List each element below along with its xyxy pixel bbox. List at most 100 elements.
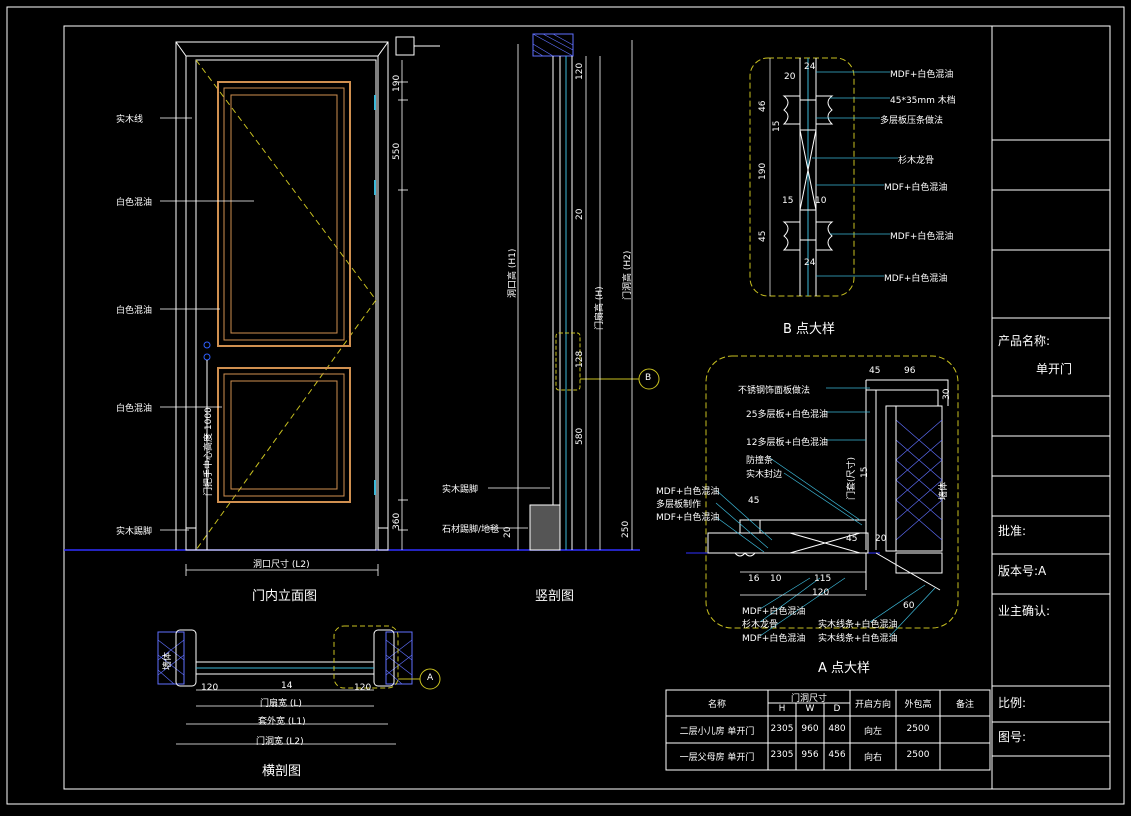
detail-a-label: 12多层板+白色混油 (746, 438, 828, 448)
section-label: 石材踢脚/地毯 (442, 525, 500, 535)
detail-b-label: MDF+白色混油 (890, 232, 954, 242)
detail-a-dim: 30 (942, 388, 952, 400)
detail-a-dim: 115 (814, 574, 832, 584)
sheet-outer-border (6, 6, 1125, 805)
detail-a-label: 多层板制作 (656, 500, 702, 510)
detail-b-dim: 190 (758, 162, 768, 180)
section-dim: 580 (575, 427, 585, 445)
callout-a: A (427, 673, 434, 683)
detail-b-label: 杉木龙骨 (898, 156, 935, 166)
detail-a-title: A 点大样 (818, 661, 871, 676)
detail-a-side-label: 门套(尺寸) (847, 456, 857, 500)
plan-wall-label: 墙体 (163, 651, 173, 670)
section-dim: 20 (575, 208, 585, 220)
schedule-row-d: 480 (828, 724, 846, 734)
schedule-table-grid (665, 689, 991, 771)
detail-a-label: MDF+白色混油 (656, 487, 720, 497)
detail-b-dim: 24 (804, 258, 816, 268)
title-block-owner: 业主确认: (998, 604, 1051, 618)
schedule-sub-h: H (778, 704, 786, 714)
elevation-right-dim: 550 (392, 142, 402, 160)
detail-a-label: 不锈钢饰面板做法 (738, 386, 811, 396)
detail-a (705, 355, 959, 637)
section-title: 竖剖图 (535, 589, 575, 604)
detail-a-label: MDF+白色混油 (656, 513, 720, 523)
title-block-scale: 比例: (998, 696, 1027, 710)
title-block-drawing-no: 图号: (998, 730, 1027, 744)
detail-a-label: 杉木龙骨 (742, 620, 779, 630)
plan-dim: 门扇宽 (L) (260, 699, 302, 709)
detail-a-dim: 45 (846, 534, 858, 544)
detail-a-label: 防撞条 (746, 456, 774, 466)
detail-a-label: 实木封边 (746, 470, 783, 480)
callout-b: B (645, 373, 652, 383)
elevation-label: 实木踢脚 (116, 527, 153, 537)
detail-b-dim: 45 (758, 230, 768, 242)
detail-b-label: MDF+白色混油 (884, 183, 948, 193)
elevation-handle-dim: 门把手中心高度 1000 (204, 407, 214, 496)
schedule-row-w: 956 (801, 750, 819, 760)
elevation-right-dim: 360 (392, 512, 402, 530)
detail-a-dim: 45 (869, 366, 881, 376)
schedule-row-height: 2500 (906, 724, 930, 734)
detail-a-dim: 20 (875, 534, 887, 544)
detail-a-dim: 15 (860, 466, 870, 478)
detail-a-dim: 96 (904, 366, 916, 376)
section-label: 实木踢脚 (442, 485, 479, 495)
detail-b-dim: 15 (772, 120, 782, 132)
section-dim: 洞口高 (H1) (508, 248, 518, 298)
schedule-row-name: 一层父母房 单开门 (679, 753, 755, 763)
detail-b-dim: 15 (782, 196, 794, 206)
detail-a-label: MDF+白色混油 (742, 634, 806, 644)
title-block-grid (992, 139, 1110, 757)
title-block-approve: 批准: (998, 524, 1027, 538)
elevation-label: 白色混油 (116, 198, 153, 208)
detail-b-label: 多层板压条做法 (880, 116, 944, 126)
schedule-row-height: 2500 (906, 750, 930, 760)
elevation-leaders (160, 117, 254, 531)
detail-b-label: 45*35mm 木档 (890, 96, 956, 106)
schedule-row-h: 2305 (770, 750, 794, 760)
detail-a-label: 实木线条+白色混油 (818, 620, 898, 630)
elevation-label: 白色混油 (116, 404, 153, 414)
detail-a-label: 实木线条+白色混油 (818, 634, 898, 644)
section-dim: 门洞高 (H2) (623, 250, 633, 300)
title-block-version: 版本号:A (998, 564, 1047, 578)
title-block-product-value: 单开门 (1036, 362, 1073, 376)
detail-a-wall-label: 墙体 (939, 481, 949, 500)
plan-dim: 120 (354, 683, 372, 693)
door-elevation (175, 36, 440, 551)
plan-dim: 套外宽 (L1) (258, 717, 306, 727)
schedule-row-d: 456 (828, 750, 846, 760)
schedule-row-w: 960 (801, 724, 819, 734)
schedule-header-name: 名称 (707, 700, 726, 710)
detail-a-dim: 45 (748, 496, 760, 506)
detail-a-dim: 16 (748, 574, 760, 584)
detail-a-label: 25多层板+白色混油 (746, 410, 828, 420)
section-dim: 250 (621, 520, 631, 538)
elevation-right-dim: 190 (392, 74, 402, 92)
schedule-header-remark: 备注 (955, 700, 974, 710)
elevation-width-dim: 洞口尺寸 (L2) (253, 560, 310, 570)
schedule-sub-w: W (805, 704, 815, 714)
plan-title: 横剖图 (262, 764, 302, 779)
schedule-row-direction: 向左 (863, 727, 882, 737)
detail-a-dim: 60 (903, 601, 915, 611)
plan-dim: 门洞宽 (L2) (256, 737, 304, 747)
section-dim: 门扇高 (H) (595, 286, 605, 330)
detail-b-dim: 46 (758, 100, 768, 112)
schedule-sub-d: D (833, 704, 841, 714)
elevation-label: 实木线 (116, 115, 144, 125)
schedule-header-size: 门洞尺寸 (790, 694, 827, 704)
schedule-row-h: 2305 (770, 724, 794, 734)
section-dim: 128 (575, 350, 585, 368)
sheet-inner-border (63, 25, 1111, 790)
detail-b-label: MDF+白色混油 (884, 274, 948, 284)
detail-a-dim: 10 (770, 574, 782, 584)
detail-a-dim: 120 (812, 588, 830, 598)
title-block-product-label: 产品名称: (998, 334, 1051, 348)
detail-b-label: MDF+白色混油 (890, 70, 954, 80)
detail-b-dim: 20 (784, 72, 796, 82)
